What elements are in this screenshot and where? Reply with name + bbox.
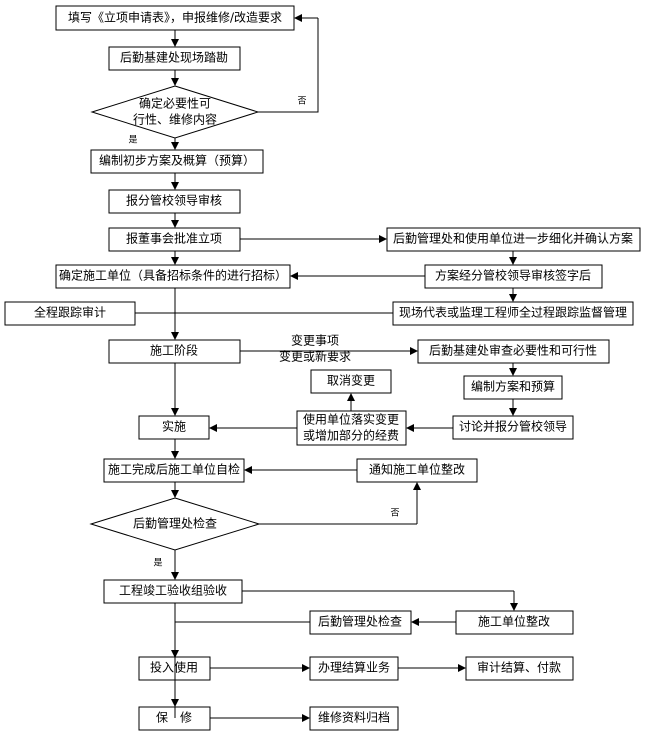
step-warranty-box: 保 修 (138, 706, 211, 731)
step-fund-change-text-2: 或增加部分的经费 (303, 428, 399, 443)
step-construction-box: 施工阶段 (108, 339, 241, 364)
step-in-use-text: 投入使用 (150, 660, 198, 675)
step-supervision-box: 现场代表或监理工程师全过程跟踪监督管理 (392, 301, 634, 326)
step-review-change-box: 后勤基建处审查必要性和可行性 (417, 339, 610, 364)
step-contractor-box: 确定施工单位（具备招标条件的进行招标） (55, 264, 291, 289)
step-settlement-text: 办理结算业务 (318, 660, 390, 675)
label-change-2: 变更或新要求 (279, 349, 351, 364)
step-audit-text: 全程跟踪审计 (34, 305, 106, 320)
step-board-approval-box: 报董事会批准立项 (108, 227, 241, 252)
step-draft-plan-box: 编制初步方案及概算（预算） (90, 149, 264, 174)
step-self-check-box: 施工完成后施工单位自检 (103, 458, 245, 483)
step-self-check-text: 施工完成后施工单位自检 (108, 462, 240, 477)
step-plan-budget-text: 编制方案和预算 (471, 379, 555, 394)
decision-feasibility-text-1: 确定必要性可 (139, 96, 211, 111)
decision-feasibility-text-2: 行性、维修内容 (133, 112, 217, 127)
step-contractor-fix-box: 施工单位整改 (455, 610, 574, 635)
step-supervision-text: 现场代表或监理工程师全过程跟踪监督管理 (399, 305, 627, 320)
step-plan-budget-box: 编制方案和预算 (463, 375, 563, 400)
step-draft-plan-text: 编制初步方案及概算（预算） (99, 153, 255, 168)
label-no-2: 否 (390, 508, 399, 519)
step-discuss-text: 讨论并报分管校领导 (459, 419, 567, 434)
step-discuss-box: 讨论并报分管校领导 (452, 415, 574, 440)
step-fund-change-box: 使用单位落实变更 或增加部分的经费 (296, 410, 407, 446)
step-audit-box: 全程跟踪审计 (4, 301, 136, 326)
step-contractor-fix-text: 施工单位整改 (478, 614, 550, 629)
step-review-change-text: 后勤基建处审查必要性和可行性 (429, 343, 597, 358)
step-cancel-change-text: 取消变更 (327, 373, 375, 388)
step-recheck-text: 后勤管理处检查 (318, 614, 402, 629)
label-yes-2: 是 (153, 558, 162, 569)
step-notify-fix-box: 通知施工单位整改 (356, 458, 478, 483)
connectors (135, 14, 518, 722)
step-plan-signed-text: 方案经分管校领导审核签字后 (435, 268, 591, 283)
step-fund-change-text-1: 使用单位落实变更 (303, 412, 399, 427)
label-no-1: 否 (297, 96, 306, 107)
step-plan-signed-box: 方案经分管校领导审核签字后 (424, 264, 603, 289)
step-refine-plan-text: 后勤管理处和使用单位进一步细化并确认方案 (393, 231, 633, 246)
step-recheck-box: 后勤管理处检查 (309, 610, 412, 635)
step-settlement-box: 办理结算业务 (309, 656, 399, 681)
decision-logistics-check: 后勤管理处检查 (89, 497, 261, 551)
step-audit-payment-text: 审计结算、付款 (477, 660, 561, 675)
step-implement-box: 实施 (138, 415, 210, 440)
step-warranty-text: 保 修 (156, 710, 192, 725)
step-audit-payment-box: 审计结算、付款 (465, 656, 574, 681)
step-apply-text: 填写《立项申请表》，申报维修/改造要求 (68, 10, 282, 25)
step-construction-text: 施工阶段 (150, 343, 198, 358)
decision-feasibility: 确定必要性可 行性、维修内容 (90, 85, 260, 139)
step-apply-box: 填写《立项申请表》，申报维修/改造要求 (55, 5, 295, 31)
label-change-1: 变更事项 (291, 333, 339, 348)
step-archive-box: 维修资料归档 (309, 706, 399, 731)
step-notify-fix-text: 通知施工单位整改 (369, 462, 465, 477)
label-yes-1: 是 (128, 135, 137, 146)
step-acceptance-text: 工程竣工验收组验收 (119, 583, 227, 598)
step-leader-review-box: 报分管校领导审核 (108, 189, 241, 214)
step-leader-review-text: 报分管校领导审核 (126, 193, 222, 208)
step-cancel-change-box: 取消变更 (310, 369, 392, 394)
step-board-approval-text: 报董事会批准立项 (126, 231, 222, 246)
step-contractor-text: 确定施工单位（具备招标条件的进行招标） (59, 268, 287, 283)
step-survey-box: 后勤基建处现场踏勘 (108, 46, 241, 71)
step-archive-text: 维修资料归档 (318, 710, 390, 725)
step-acceptance-box: 工程竣工验收组验收 (103, 579, 243, 604)
step-refine-plan-box: 后勤管理处和使用单位进一步细化并确认方案 (386, 227, 641, 252)
decision-logistics-check-text: 后勤管理处检查 (133, 516, 217, 531)
step-survey-text: 后勤基建处现场踏勘 (120, 51, 228, 65)
step-implement-text: 实施 (162, 419, 186, 434)
